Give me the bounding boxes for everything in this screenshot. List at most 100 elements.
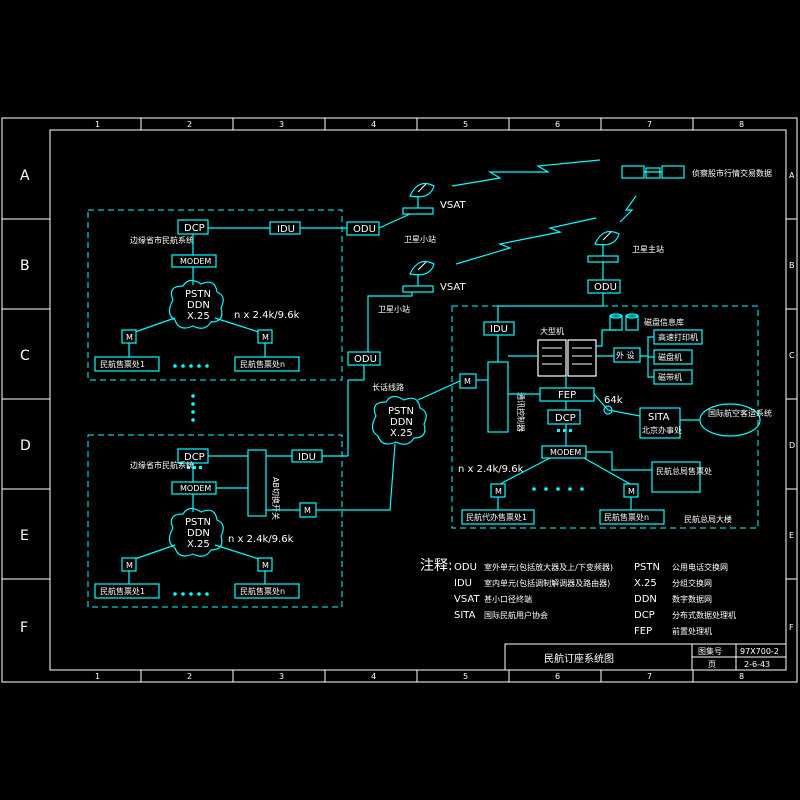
- left-bottom-cloud-icon: [168, 507, 224, 557]
- sita-label: SITA: [648, 412, 670, 423]
- drawing-title: 民航订座系统图: [544, 652, 614, 665]
- right-idu-box: [483, 321, 515, 336]
- ab-switch-box: [247, 449, 267, 517]
- ellipsis-dots: [173, 364, 209, 368]
- satellite-dish-icon: [402, 261, 435, 293]
- col-label: 1: [95, 672, 100, 681]
- right-odu-box: [587, 279, 621, 294]
- inner-frame: [49, 129, 787, 671]
- ellipsis-dots: [173, 592, 209, 596]
- bureau-office-box: [651, 461, 701, 493]
- col-label: 6: [555, 672, 560, 681]
- col-label: 5: [463, 120, 468, 129]
- mid-cloud-icon: [371, 395, 427, 445]
- col-label: 4: [371, 120, 376, 129]
- notes-right: PSTN 公用电话交换网 X.25 分组交换网 DDN 数字数据网 DCP 分布…: [634, 562, 736, 637]
- mainframe-icon: [537, 339, 597, 377]
- right-modem-label: MODEM: [550, 448, 581, 457]
- m-label: M: [262, 561, 269, 570]
- note-value: 室内单元(包括调制解调器及路由器): [484, 578, 610, 588]
- col-label: 3: [279, 120, 284, 129]
- left-top-system-boundary: [87, 209, 343, 381]
- m-label: M: [495, 487, 502, 496]
- col-label: 6: [555, 120, 560, 129]
- satellite-link: [455, 217, 597, 265]
- cloud-text: PSTN: [185, 517, 211, 528]
- satellite-icon: [621, 165, 685, 179]
- row-label: C: [789, 351, 795, 360]
- fep-label: FEP: [558, 390, 576, 401]
- cloud-text: X.25: [187, 311, 210, 322]
- row-label: A: [789, 171, 795, 180]
- left-top-idu-label: IDU: [277, 224, 295, 235]
- left-bottom-system-boundary: [87, 434, 343, 608]
- left-top-officen-box: [234, 356, 300, 372]
- satellite-label: 侦察股市行情交易数据: [692, 168, 772, 178]
- notes-title: 注释:: [420, 558, 453, 574]
- col-label: 8: [739, 672, 744, 681]
- caac-building-boundary: [451, 305, 759, 529]
- satellite-link: [451, 159, 601, 187]
- column-labels: 1 2 3 4 5 6 7 8 1 2 3 4 5 6 7 8: [95, 120, 744, 681]
- satellite-link: [619, 195, 637, 223]
- page-value: 2-6-43: [744, 660, 770, 669]
- cloud-text: PSTN: [185, 289, 211, 300]
- col-label: 2: [187, 672, 192, 681]
- m-label: M: [126, 561, 133, 570]
- left-bottom-rate-label: n x 2.4k/9.6k: [228, 534, 294, 545]
- note-key: VSAT: [454, 594, 480, 605]
- left-top-office1-label: 民航售票处1: [100, 359, 145, 369]
- page-label: 页: [708, 660, 716, 669]
- left-bottom-officen-box: [234, 583, 300, 599]
- row-label: A: [20, 168, 30, 184]
- disk-storage-icon: [609, 313, 639, 331]
- sita-box: [639, 407, 681, 439]
- col-label: 7: [647, 120, 652, 129]
- m-label: M: [628, 487, 635, 496]
- right-dcp-box: [547, 409, 581, 425]
- left-top-officen-label: 民航售票处n: [240, 359, 285, 369]
- row-label: F: [20, 620, 28, 636]
- peripherals-label: 外 设: [616, 350, 635, 360]
- cloud-text: X.25: [187, 539, 210, 550]
- satellite-dish-icon: [587, 231, 620, 263]
- left-top-modem-label: MODEM: [180, 257, 211, 266]
- cloud-text: X.25: [390, 428, 413, 439]
- note-value: 分组交换网: [672, 578, 712, 588]
- note-key: ODU: [454, 562, 477, 573]
- vsat2-caption: 卫星小站: [378, 304, 410, 314]
- left-bottom-system-label: 边缘省市民航系统: [130, 460, 194, 470]
- note-value: 分布式数据处理机: [672, 610, 736, 620]
- col-label: 2: [187, 120, 192, 129]
- col-label: 3: [279, 672, 284, 681]
- left-bottom-idu-label: IDU: [298, 452, 316, 463]
- row-labels: A B C D E F A B C D E F: [20, 168, 795, 636]
- note-key: PSTN: [634, 562, 660, 573]
- cloud-text: DDN: [187, 528, 210, 539]
- agent-office1-label: 民航代办售票处1: [466, 512, 527, 522]
- note-key: DDN: [634, 594, 657, 605]
- building-label: 民航总局大楼: [684, 514, 732, 524]
- disk-drive-label: 磁盘机: [658, 352, 682, 362]
- row-label: C: [20, 348, 30, 364]
- note-value: 前置处理机: [672, 626, 712, 636]
- left-bottom-office1-label: 民航售票处1: [100, 586, 145, 596]
- row-label: D: [789, 441, 795, 450]
- row-label: D: [20, 438, 31, 454]
- right-odu-label: ODU: [594, 282, 617, 293]
- row-label: E: [789, 531, 794, 540]
- left-top-system-label: 边缘省市民航系统: [130, 235, 194, 245]
- grid-ticks: [2, 118, 797, 682]
- note-value: 室外单元(包括放大器及上/下变频器): [484, 562, 613, 572]
- right-dcp-label: DCP: [555, 413, 576, 424]
- rate-64k-label: 64k: [604, 395, 623, 406]
- col-label: 5: [463, 672, 468, 681]
- right-officen-box: [599, 509, 665, 525]
- bureau-office-label: 民航总局售票处: [656, 466, 712, 476]
- mainframe-label: 大型机: [540, 326, 564, 336]
- row-label: B: [20, 258, 30, 274]
- vsat1-label: VSAT: [440, 200, 466, 211]
- title-block: 民航订座系统图 图集号 97X700-2 页 2-6-43: [504, 643, 787, 671]
- left-top-office1-box: [94, 356, 160, 372]
